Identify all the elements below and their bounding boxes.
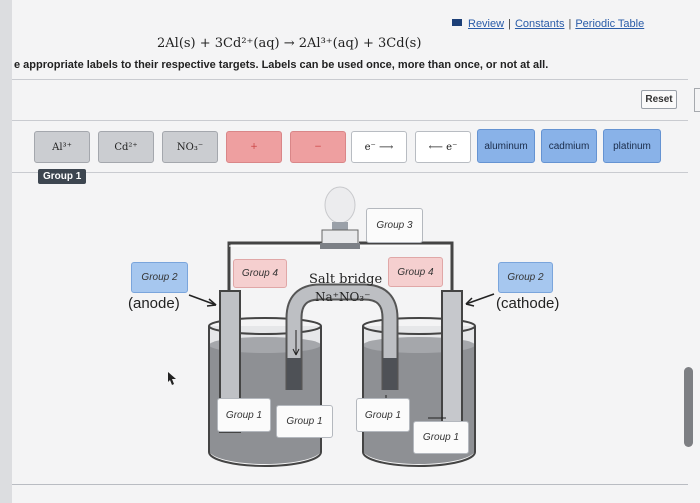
label-aluminum[interactable]: aluminum — [477, 129, 535, 163]
salt-bridge-formula: Na⁺NO₃⁻ — [315, 290, 371, 304]
label-cadmium[interactable]: cadmium — [541, 129, 597, 163]
anode-arrow — [188, 294, 217, 306]
reset-button[interactable]: Reset — [641, 90, 677, 109]
target-bulb-group[interactable]: Group 3 — [366, 208, 423, 243]
target-wire-left-group[interactable]: Group 4 — [233, 259, 287, 288]
cursor-icon — [168, 372, 176, 385]
label-al3plus[interactable]: Al³⁺ — [34, 131, 90, 163]
reaction-equation: 2Al(s) + 3Cd²⁺(aq) → 2Al³⁺(aq) + 3Cd(s) — [157, 36, 422, 51]
header-links: Review|Constants|Periodic Table — [452, 18, 644, 30]
wire-right — [359, 241, 454, 292]
salt-bridge-title: Salt bridge — [309, 272, 383, 287]
anode-electrode — [219, 290, 241, 433]
label-plus[interactable]: + — [226, 131, 282, 163]
label-no3minus[interactable]: NO₃⁻ — [162, 131, 218, 163]
target-cathode-group[interactable]: Group 2 — [498, 262, 553, 293]
book-icon — [452, 19, 462, 26]
anode-label: (anode) — [128, 295, 180, 312]
instruction-text: e appropriate labels to their respective… — [14, 59, 549, 71]
divider — [12, 120, 688, 121]
cathode-label: (cathode) — [496, 295, 560, 312]
target-anode-group[interactable]: Group 2 — [131, 262, 188, 293]
cathode-arrow — [465, 293, 495, 305]
cathode-electrode — [441, 290, 463, 433]
label-cd2plus[interactable]: Cd²⁺ — [98, 131, 154, 163]
target-left-solution-group[interactable]: Group 1 — [217, 398, 271, 432]
periodic-table-link[interactable]: Periodic Table — [575, 18, 645, 30]
scrollbar-handle[interactable] — [684, 367, 693, 447]
panel-edge-marker — [694, 88, 700, 112]
label-electron-right[interactable]: e⁻ ⟶ — [351, 131, 407, 163]
label-electron-left[interactable]: ⟵ e⁻ — [415, 131, 471, 163]
link-separator: | — [508, 18, 511, 30]
target-left-bridge-group[interactable]: Group 1 — [276, 405, 333, 438]
constants-link[interactable]: Constants — [514, 18, 565, 30]
wire-left — [227, 241, 335, 292]
divider — [12, 172, 688, 173]
target-right-bridge-group[interactable]: Group 1 — [356, 398, 410, 432]
review-link[interactable]: Review — [468, 18, 505, 30]
link-separator: | — [568, 18, 572, 30]
group1-key: Group 1 — [38, 169, 87, 184]
target-wire-right-group[interactable]: Group 4 — [388, 257, 443, 287]
label-platinum[interactable]: platinum — [603, 129, 661, 163]
divider — [12, 79, 688, 80]
bulb-icon — [320, 186, 360, 249]
label-minus[interactable]: − — [290, 131, 346, 163]
divider — [12, 484, 688, 485]
target-right-solution-group[interactable]: Group 1 — [413, 421, 469, 454]
